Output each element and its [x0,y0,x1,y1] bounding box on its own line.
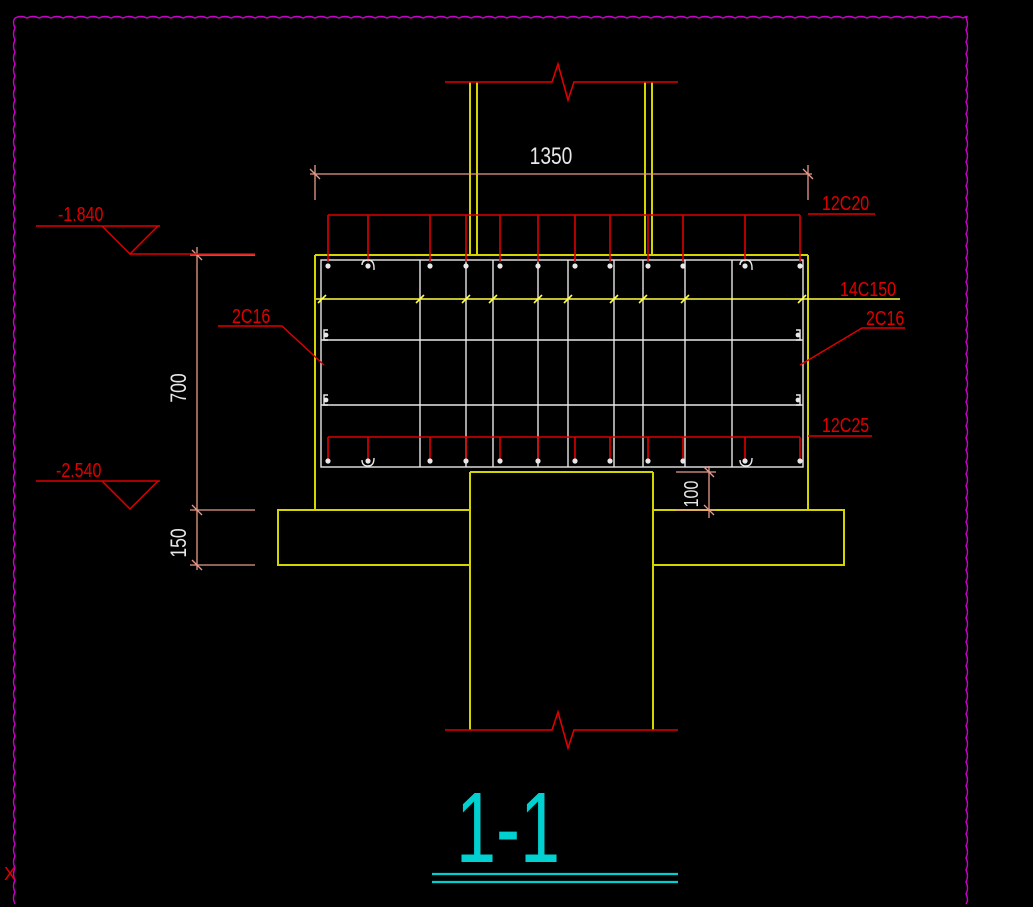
top-bar-dot [535,263,541,269]
dimension-slab-thickness-label: 150 [167,528,191,557]
stirrup-tick [488,294,498,304]
bottom-bar-dot [497,458,503,464]
stirrup-tick [461,294,471,304]
upper-column [469,82,653,255]
level-marker-top [36,225,255,256]
side-bar-dot [323,397,329,403]
leader-side-bars-left [218,325,325,366]
top-bar-dot [572,263,578,269]
lower-break-line [445,709,678,751]
bottom-bar-dot [742,458,748,464]
dimension-cover [676,466,716,518]
stirrup-tick [680,294,690,304]
bottom-bar-dot [463,458,469,464]
top-bar-dot [325,263,331,269]
stirrup-tick [533,294,543,304]
beam-outline [314,254,809,510]
drawing-boundary [12,15,969,905]
level-bottom-label: -2.540 [56,459,101,481]
stirrup-tick [317,294,327,304]
dimension-beam-depth-label: 700 [167,373,191,402]
label-stirrups: 14C150 [840,278,896,300]
bottom-rebar [327,436,801,462]
label-side-bars-right: 2C16 [866,307,904,329]
top-rebar [327,214,801,262]
bottom-bar-dot [645,458,651,464]
dimension-beam-depth [190,247,255,571]
side-bar-dot [323,332,329,338]
top-bar-dot [427,263,433,269]
label-side-bars-left: 2C16 [232,305,270,327]
top-bar-dot [742,263,748,269]
stirrup-tick [609,294,619,304]
label-top-bars: 12C20 [822,192,869,214]
stirrup-tick [415,294,425,304]
dimension-cover-label: 100 [680,481,702,508]
top-bar-dot [365,263,371,269]
section-title: 1-1 [456,772,560,883]
top-bar-dot [680,263,686,269]
upper-break-line [445,61,678,103]
bottom-bar-dot [572,458,578,464]
bottom-bar-dot [607,458,613,464]
stirrup-distribution-line [316,294,900,304]
top-bar-dot [797,263,803,269]
leader-side-bars-right [799,327,905,366]
side-bar-hooks [323,259,801,467]
top-bar-dot [607,263,613,269]
section-title-underline [432,872,678,884]
label-bottom-bars: 12C25 [822,414,869,436]
bottom-bar-dot [325,458,331,464]
stirrup-tick [563,294,573,304]
top-bar-dot [645,263,651,269]
bottom-bar-dot [365,458,371,464]
stirrup-tick [797,294,807,304]
dimension-overall-width-label: 1350 [530,142,573,170]
lower-column [469,471,654,730]
level-top-label: -1.840 [58,203,103,225]
level-marker-bottom [36,480,160,511]
stirrup-grid [320,259,804,468]
bottom-bar-dot [427,458,433,464]
ucs-marker: X [4,864,16,884]
side-bar-dot [795,397,801,403]
stirrup-tick [638,294,648,304]
rebar-dots [323,263,803,464]
slab-outline [277,509,845,566]
bottom-bar-dot [797,458,803,464]
top-bar-dot [497,263,503,269]
bottom-bar-dot [535,458,541,464]
bottom-bar-dot [680,458,686,464]
side-bar-dot [795,332,801,338]
top-bar-dot [463,263,469,269]
dimension-overall-width [309,165,814,200]
